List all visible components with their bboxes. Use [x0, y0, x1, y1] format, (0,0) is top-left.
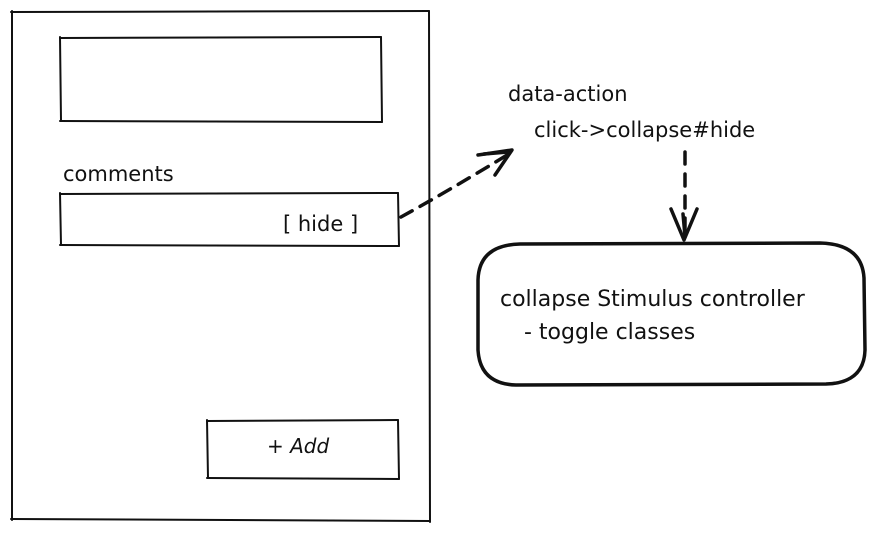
add-button[interactable]: + Add: [206, 419, 400, 480]
hide-toggle-link[interactable]: [ hide ]: [283, 212, 358, 236]
page-frame: [10, 10, 431, 523]
top-input-box[interactable]: [59, 36, 383, 123]
controller-box: [476, 241, 867, 387]
comments-bar: [59, 192, 400, 247]
action-arrow: [399, 148, 514, 219]
controller-title: collapse Stimulus controller: [500, 287, 806, 312]
add-button-label: + Add: [267, 434, 329, 458]
annotation-data-action: data-action: [508, 82, 628, 106]
annotation-click-action: click->collapse#hide: [534, 118, 755, 142]
controller-subtitle: - toggle classes: [524, 320, 695, 345]
controller-arrow: [669, 150, 699, 242]
comments-label: comments: [63, 162, 174, 186]
